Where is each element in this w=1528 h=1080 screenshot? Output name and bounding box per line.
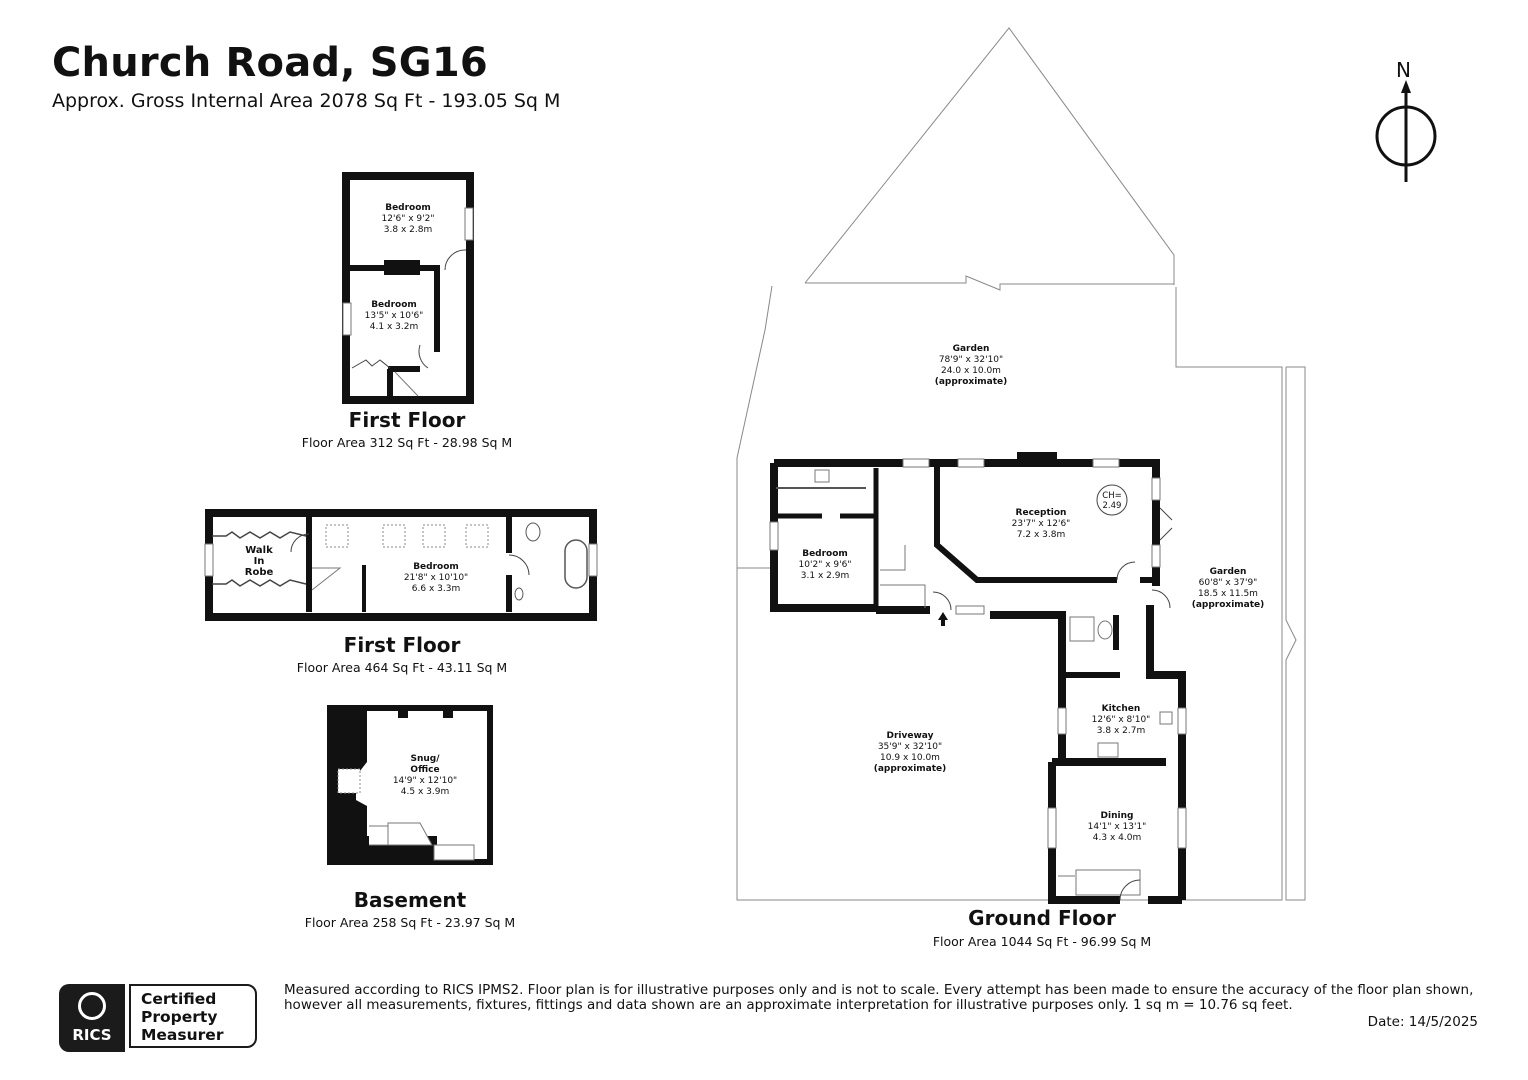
compass-north-label: N: [1396, 58, 1411, 82]
room-name-line: Snug/: [410, 754, 440, 764]
room-name: Bedroom: [371, 300, 417, 310]
room-dims-imperial: 35'9" x 32'10": [877, 742, 943, 752]
room-note: (approximate): [934, 377, 1008, 387]
floor-area-first-floor-b: Floor Area 464 Sq Ft - 43.11 Sq M: [296, 660, 508, 675]
disclaimer-line: Measured according to RICS IPMS2. Floor …: [284, 982, 1474, 998]
basement-plan: [327, 705, 493, 865]
room-dims-metric: 4.1 x 3.2m: [369, 322, 419, 332]
disclaimer-line: however all measurements, fixtures, fitt…: [284, 997, 1293, 1013]
room-bedroom-1: Bedroom 12'6" x 9'2" 3.8 x 2.8m: [382, 203, 435, 236]
floor-area-basement: Floor Area 258 Sq Ft - 23.97 Sq M: [304, 915, 516, 930]
room-bedroom-3: Bedroom 21'8" x 10'10" 6.6 x 3.3m: [404, 562, 468, 595]
lion-icon: [78, 992, 106, 1020]
room-dims-metric: 7.2 x 3.8m: [1016, 530, 1066, 540]
room-dims-metric: 18.5 x 11.5m: [1198, 589, 1258, 599]
room-walk-in-robe: Walk In Robe: [245, 545, 274, 578]
badge-line: Certified: [141, 990, 217, 1008]
room-dims-metric: 4.3 x 4.0m: [1092, 833, 1142, 843]
room-note: (approximate): [873, 764, 947, 774]
room-dining: Dining 14'1" x 13'1" 4.3 x 4.0m: [1088, 811, 1147, 844]
first-floor-a-plan: [342, 172, 474, 404]
room-name: Driveway: [886, 731, 934, 741]
rics-wordmark: RICS: [72, 1026, 112, 1044]
room-bedroom-2: Bedroom 13'5" x 10'6" 4.1 x 3.2m: [365, 300, 424, 333]
room-name: Dining: [1100, 811, 1134, 821]
room-name-line: Office: [410, 765, 440, 775]
room-note: (approximate): [1191, 600, 1265, 610]
badge-line: Measurer: [141, 1026, 224, 1044]
floor-title-first-floor-b: First Floor: [343, 633, 461, 657]
room-dims-imperial: 60'8" x 37'9": [1198, 578, 1258, 588]
ground-floor-boundaries: [736, 27, 1306, 901]
plan-date: Date: 14/5/2025: [1367, 1014, 1478, 1030]
room-dims-imperial: 21'8" x 10'10": [403, 573, 469, 583]
floor-area-first-floor-a: Floor Area 312 Sq Ft - 28.98 Sq M: [301, 435, 513, 450]
badge-line: Property: [141, 1008, 218, 1026]
room-name: Bedroom: [802, 549, 848, 559]
ceiling-height-label: CH=: [1102, 491, 1122, 501]
room-dims-metric: 4.5 x 3.9m: [400, 787, 450, 797]
room-dims-metric: 24.0 x 10.0m: [941, 366, 1001, 376]
room-name-line: In: [253, 556, 265, 567]
room-name: Reception: [1015, 508, 1067, 518]
page-title: Church Road, SG16: [52, 40, 488, 86]
room-dims-imperial: 78'9" x 32'10": [938, 355, 1004, 365]
room-dims-metric: 6.6 x 3.3m: [411, 584, 461, 594]
room-kitchen: Kitchen 12'6" x 8'10" 3.8 x 2.7m: [1092, 704, 1151, 737]
disclaimer-text: Measured according to RICS IPMS2. Floor …: [284, 983, 1484, 1013]
gross-area-subtitle: Approx. Gross Internal Area 2078 Sq Ft -…: [52, 90, 561, 112]
room-bedroom-ground: Bedroom 10'2" x 9'6" 3.1 x 2.9m: [799, 549, 852, 582]
floor-area-ground-floor: Floor Area 1044 Sq Ft - 96.99 Sq M: [932, 934, 1152, 949]
room-reception: Reception 23'7" x 12'6" 7.2 x 3.8m: [1012, 508, 1071, 541]
floor-title-first-floor-a: First Floor: [348, 408, 466, 432]
room-dims-imperial: 14'1" x 13'1": [1087, 822, 1147, 832]
room-dims-imperial: 12'6" x 9'2": [381, 214, 435, 224]
room-name-line: Robe: [244, 567, 274, 578]
room-dims-imperial: 13'5" x 10'6": [364, 311, 424, 321]
room-dims-metric: 10.9 x 10.0m: [880, 753, 940, 763]
room-snug-office: Snug/ Office 14'9" x 12'10" 4.5 x 3.9m: [393, 754, 457, 798]
room-dims-imperial: 23'7" x 12'6": [1011, 519, 1071, 529]
ceiling-height-value: 2.49: [1102, 501, 1122, 511]
room-dims-imperial: 12'6" x 8'10": [1091, 715, 1151, 725]
ground-floor-plan: [769, 452, 1187, 904]
floor-title-basement: Basement: [353, 888, 467, 912]
rics-logo: RICS: [59, 984, 125, 1052]
first-floor-b-plan: [204, 509, 598, 621]
room-name: Bedroom: [413, 562, 459, 572]
north-compass-icon: [1375, 80, 1437, 182]
room-name: Kitchen: [1101, 704, 1141, 714]
room-dims-imperial: 10'2" x 9'6": [798, 560, 852, 570]
certified-property-measurer-label: Certified Property Measurer: [129, 984, 257, 1048]
room-driveway: Driveway 35'9" x 32'10" 10.9 x 10.0m (ap…: [874, 731, 947, 775]
ceiling-height-badge: CH= 2.49: [1102, 491, 1121, 511]
room-name: Garden: [1209, 567, 1247, 577]
room-dims-metric: 3.1 x 2.9m: [800, 571, 850, 581]
room-garden-north: Garden 78'9" x 32'10" 24.0 x 10.0m (appr…: [935, 344, 1008, 388]
room-dims-imperial: 14'9" x 12'10": [392, 776, 458, 786]
room-name: Garden: [952, 344, 990, 354]
floor-title-ground-floor: Ground Floor: [968, 906, 1116, 930]
room-dims-metric: 3.8 x 2.8m: [383, 225, 433, 235]
rics-certified-badge: RICS Certified Property Measurer: [59, 984, 259, 1052]
room-dims-metric: 3.8 x 2.7m: [1096, 726, 1146, 736]
room-garden-east: Garden 60'8" x 37'9" 18.5 x 11.5m (appro…: [1192, 567, 1265, 611]
room-name: Bedroom: [385, 203, 431, 213]
room-name-line: Walk: [245, 545, 273, 556]
